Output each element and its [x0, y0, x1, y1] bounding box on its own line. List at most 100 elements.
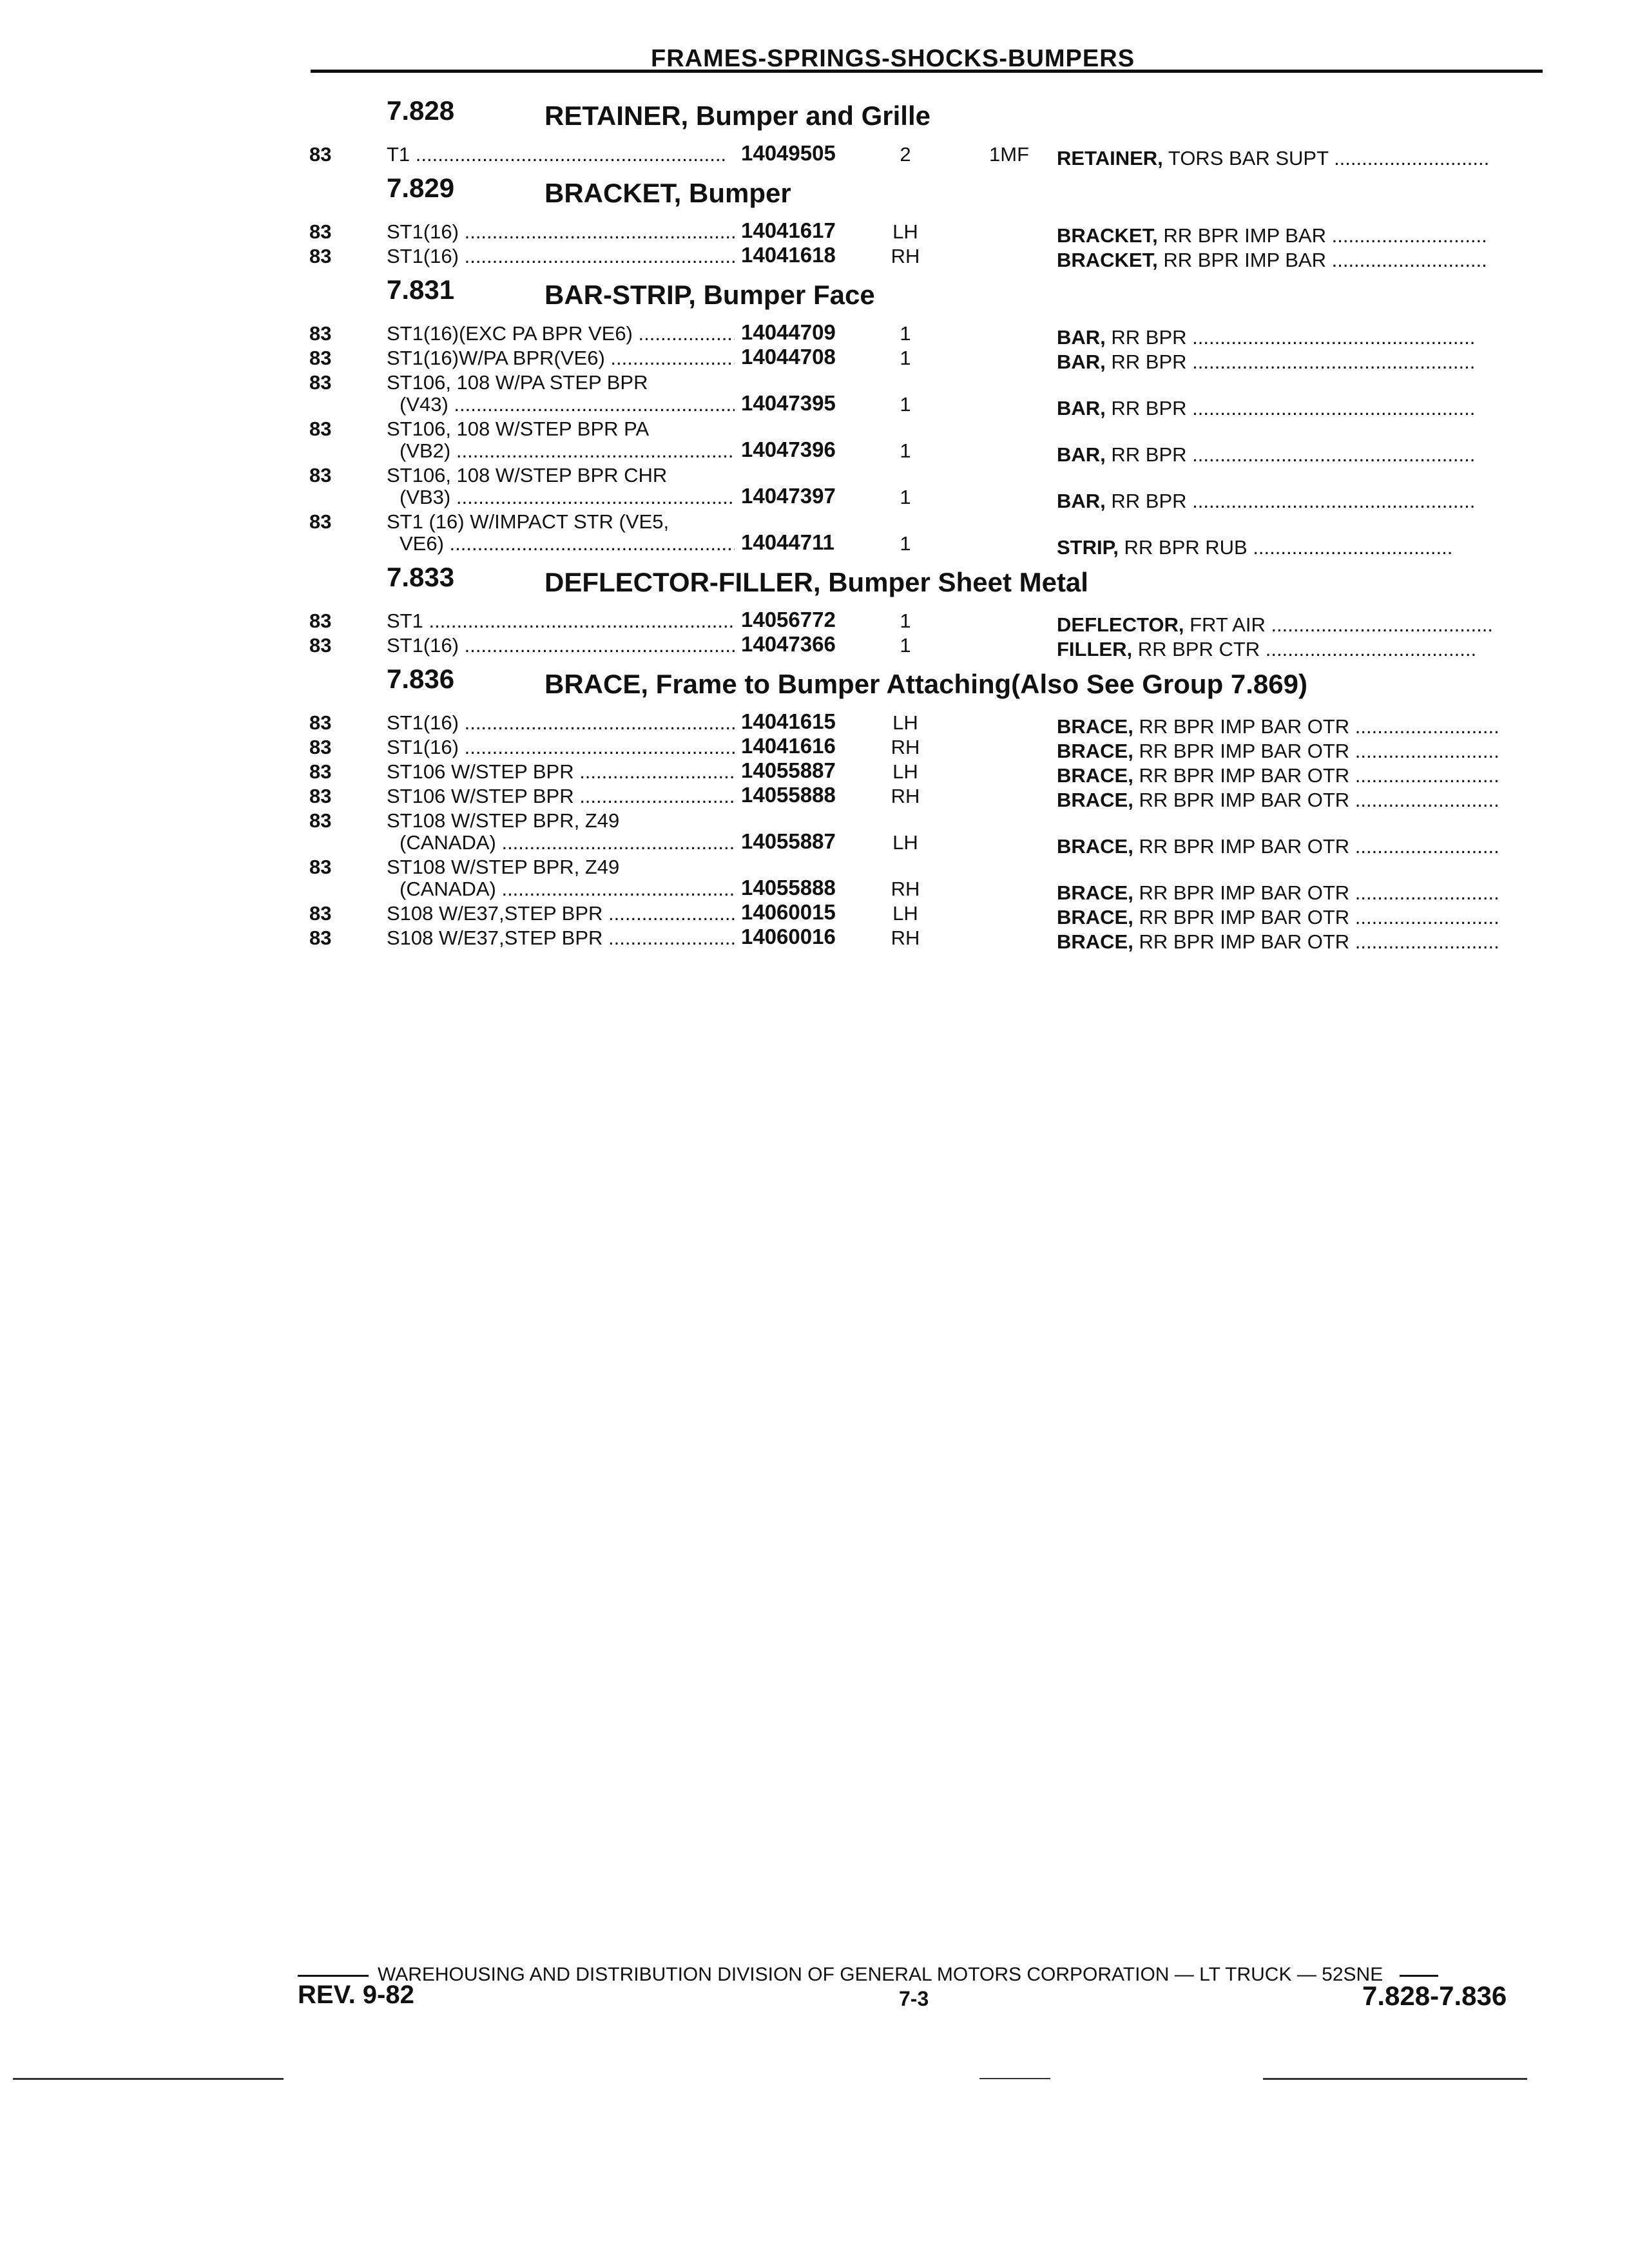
- description-noun: BRACE,: [1057, 930, 1133, 953]
- part-description: BRACE, RR BPR IMP BAR OTR ..............…: [1057, 835, 1521, 858]
- description-noun: BAR,: [1057, 326, 1106, 349]
- description-detail: RR BPR IMP BAR .........................…: [1157, 249, 1487, 271]
- source-code: 1MF: [989, 143, 1029, 166]
- parts-row: 83 ST1 (16) W/IMPACT STR (VE5,: [0, 510, 1629, 533]
- parts-row: 83 ST1(16) ..............................…: [0, 632, 1629, 660]
- part-number: 14055887: [741, 758, 836, 782]
- group-title: RETAINER, Bumper and Grille: [545, 101, 930, 131]
- quantity: RH: [891, 245, 920, 267]
- application: T1 .....................................…: [387, 143, 727, 166]
- revision-label: REV. 9-82: [298, 1981, 414, 2009]
- description-noun: BAR,: [1057, 397, 1106, 419]
- application: ST106, 108 W/STEP BPR CHR: [387, 464, 668, 486]
- description-detail: RR BPR IMP BAR OTR .....................…: [1133, 740, 1499, 762]
- footer-division: WAREHOUSING AND DISTRIBUTION DIVISION OF…: [378, 1964, 1383, 1985]
- application: ST1(16) ................................…: [387, 634, 735, 657]
- description-detail: RR BPR IMP BAR .........................…: [1157, 224, 1487, 247]
- description-noun: STRIP,: [1057, 536, 1119, 559]
- description-detail: RR BPR RUB .............................…: [1118, 536, 1453, 559]
- model-year: 83: [309, 418, 332, 440]
- description-detail: RR BPR IMP BAR OTR .....................…: [1133, 764, 1499, 787]
- application: (VB2) ..................................…: [400, 439, 735, 462]
- part-number: 14041615: [741, 709, 836, 733]
- parts-list: 7.828 RETAINER, Bumper and Grille 83 T1 ...…: [0, 90, 1629, 953]
- parts-row: 83 ST108 W/STEP BPR, Z49: [0, 809, 1629, 832]
- part-description: BAR, RR BPR ............................…: [1057, 443, 1521, 466]
- part-number: 14047395: [741, 391, 836, 415]
- part-number: 14047366: [741, 632, 836, 656]
- application: ST1 ....................................…: [387, 610, 735, 632]
- application: (VB3) ..................................…: [400, 486, 735, 508]
- part-number: 14044708: [741, 345, 836, 369]
- part-description: DEFLECTOR, FRT AIR .....................…: [1057, 613, 1521, 637]
- group-range: 7.828-7.836: [1362, 1981, 1507, 2011]
- model-year: 83: [309, 510, 332, 533]
- page-header: FRAMES-SPRINGS-SHOCKS-BUMPERS: [651, 45, 1135, 72]
- description-detail: RR BPR IMP BAR OTR .....................…: [1133, 715, 1499, 738]
- application: (CANADA) ...............................…: [400, 878, 735, 900]
- group-title: BAR-STRIP, Bumper Face: [545, 280, 875, 310]
- description-noun: BRACKET,: [1057, 249, 1158, 271]
- quantity: 1: [900, 347, 911, 369]
- application: ST1(16) ................................…: [387, 245, 735, 267]
- quantity: LH: [892, 711, 918, 734]
- part-number: 14041617: [741, 218, 836, 242]
- application: ST1(16) ................................…: [387, 220, 735, 243]
- description-noun: BRACE,: [1057, 715, 1133, 738]
- parts-row: 83 T1 ...................................…: [0, 141, 1629, 170]
- quantity: RH: [891, 927, 920, 949]
- model-year: 83: [309, 711, 332, 734]
- description-detail: RR BPR IMP BAR OTR .....................…: [1133, 930, 1499, 953]
- part-description: BRACE, RR BPR IMP BAR OTR ..............…: [1057, 881, 1521, 905]
- quantity: RH: [891, 736, 920, 758]
- model-year: 83: [309, 927, 332, 949]
- footer-dash-right: [1400, 1974, 1439, 1977]
- header-rule: [311, 70, 1543, 73]
- parts-row: (CANADA) ...............................…: [0, 876, 1629, 905]
- scan-edge-line: [13, 2078, 284, 2080]
- application: ST1(16) ................................…: [387, 711, 735, 734]
- description-noun: BRACE,: [1057, 789, 1133, 811]
- application: (CANADA) ...............................…: [400, 831, 735, 854]
- application: ST108 W/STEP BPR, Z49: [387, 856, 620, 878]
- quantity: 1: [900, 634, 911, 657]
- part-description: BRACE, RR BPR IMP BAR OTR ..............…: [1057, 715, 1521, 738]
- model-year: 83: [309, 143, 332, 166]
- model-year: 83: [309, 464, 332, 486]
- part-description: BRACE, RR BPR IMP BAR OTR ..............…: [1057, 906, 1521, 929]
- page-number: 7-3: [899, 1987, 929, 2010]
- application: ST1 (16) W/IMPACT STR (VE5,: [387, 510, 670, 533]
- application: ST108 W/STEP BPR, Z49: [387, 809, 620, 832]
- quantity: 1: [900, 532, 911, 555]
- model-year: 83: [309, 809, 332, 832]
- description-noun: RETAINER,: [1057, 147, 1163, 169]
- group-number: 7.831: [387, 274, 455, 305]
- part-description: BRACE, RR BPR IMP BAR OTR ..............…: [1057, 764, 1521, 787]
- quantity: LH: [892, 902, 918, 925]
- description-detail: RR BPR IMP BAR OTR .....................…: [1133, 881, 1499, 904]
- section-heading: 7.828 RETAINER, Bumper and Grille: [0, 90, 1629, 143]
- quantity: RH: [891, 785, 920, 807]
- description-detail: RR BPR .................................…: [1105, 443, 1476, 466]
- part-description: RETAINER, TORS BAR SUPT ................…: [1057, 147, 1521, 170]
- group-number: 7.828: [387, 95, 455, 126]
- section-heading: 7.831 BAR-STRIP, Bumper Face: [0, 269, 1629, 322]
- quantity: LH: [892, 760, 918, 783]
- model-year: 83: [309, 634, 332, 657]
- application: VE6) ...................................…: [400, 532, 735, 555]
- group-title: BRACKET, Bumper: [545, 178, 791, 208]
- quantity: 1: [900, 439, 911, 462]
- description-detail: FRT AIR ................................…: [1184, 613, 1493, 636]
- part-number: 14047396: [741, 437, 836, 461]
- quantity: LH: [892, 220, 918, 243]
